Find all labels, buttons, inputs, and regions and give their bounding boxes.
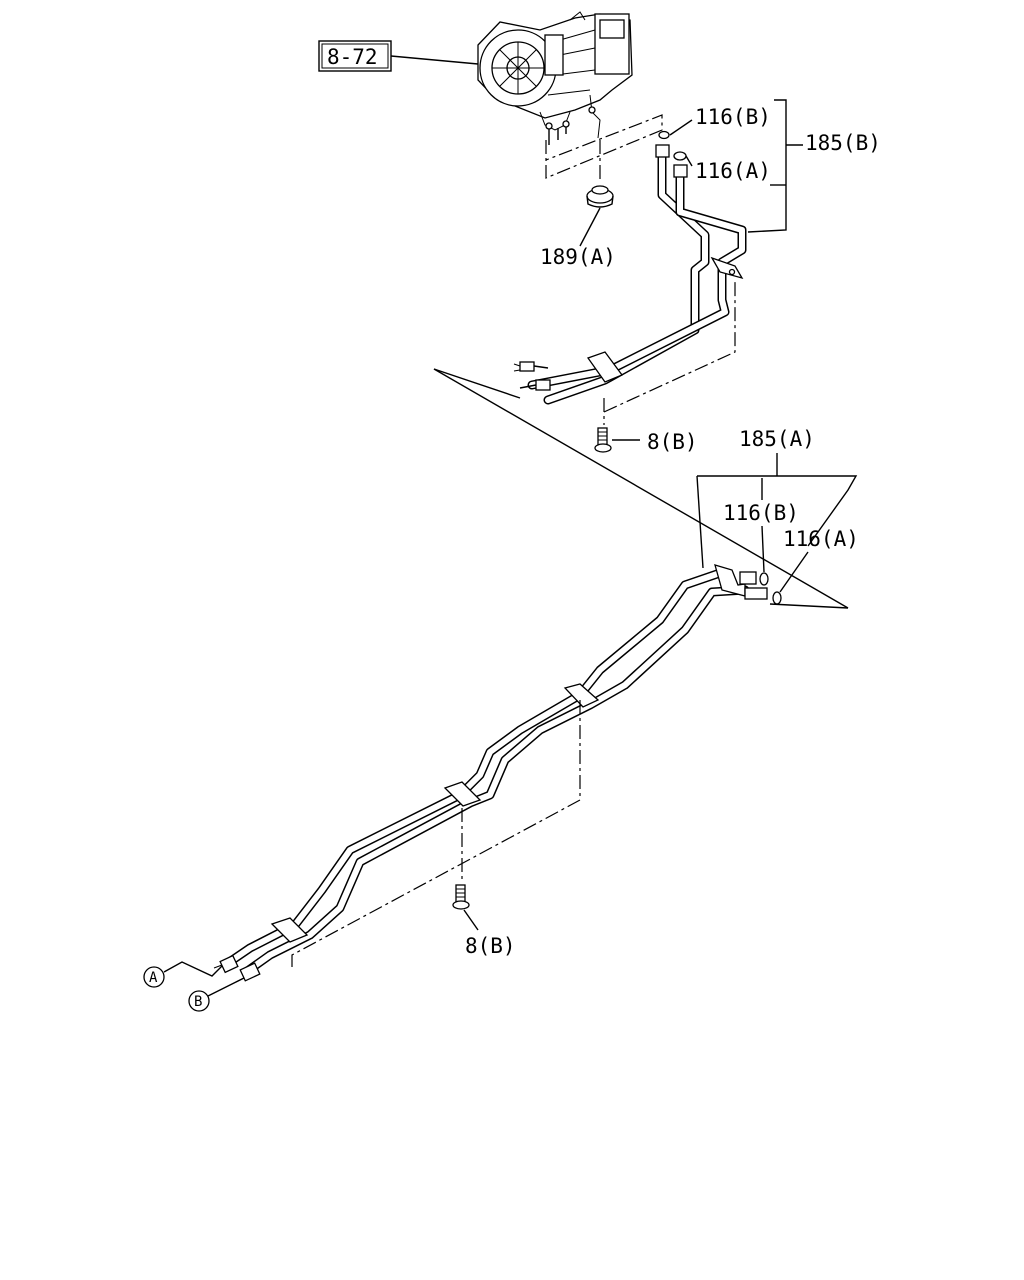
reference-box-8-72[interactable]: 8-72	[318, 40, 392, 72]
callout-a-letter: A	[149, 970, 158, 986]
bolt-8b-lower	[452, 884, 470, 910]
label-116b-upper: 116(B)	[695, 105, 771, 129]
heater-unit-illustration	[477, 11, 633, 145]
label-116a-lower: 116(A)	[783, 527, 859, 551]
label-8b-upper: 8(B)	[647, 430, 698, 454]
oring-116a-upper	[673, 151, 687, 161]
oring-116b-lower	[759, 572, 769, 586]
pipe-assembly-185b	[513, 144, 747, 405]
bolt-8b-upper	[594, 427, 612, 453]
label-116b-lower: 116(B)	[723, 501, 799, 525]
callout-b-letter: B	[194, 994, 202, 1010]
label-185b: 185(B)	[805, 131, 881, 155]
label-8b-lower: 8(B)	[465, 934, 516, 958]
callout-a: A	[143, 966, 165, 988]
ref-box-label: 8-72	[327, 45, 378, 69]
label-116a-upper: 116(A)	[695, 159, 771, 183]
pipe-assembly-185a	[213, 564, 768, 983]
callout-b: B	[188, 990, 210, 1012]
grommet-189a	[586, 185, 614, 208]
oring-116a-lower	[772, 591, 782, 605]
label-185a: 185(A)	[739, 427, 815, 451]
oring-116b-upper	[658, 130, 670, 140]
label-189a: 189(A)	[540, 245, 616, 269]
